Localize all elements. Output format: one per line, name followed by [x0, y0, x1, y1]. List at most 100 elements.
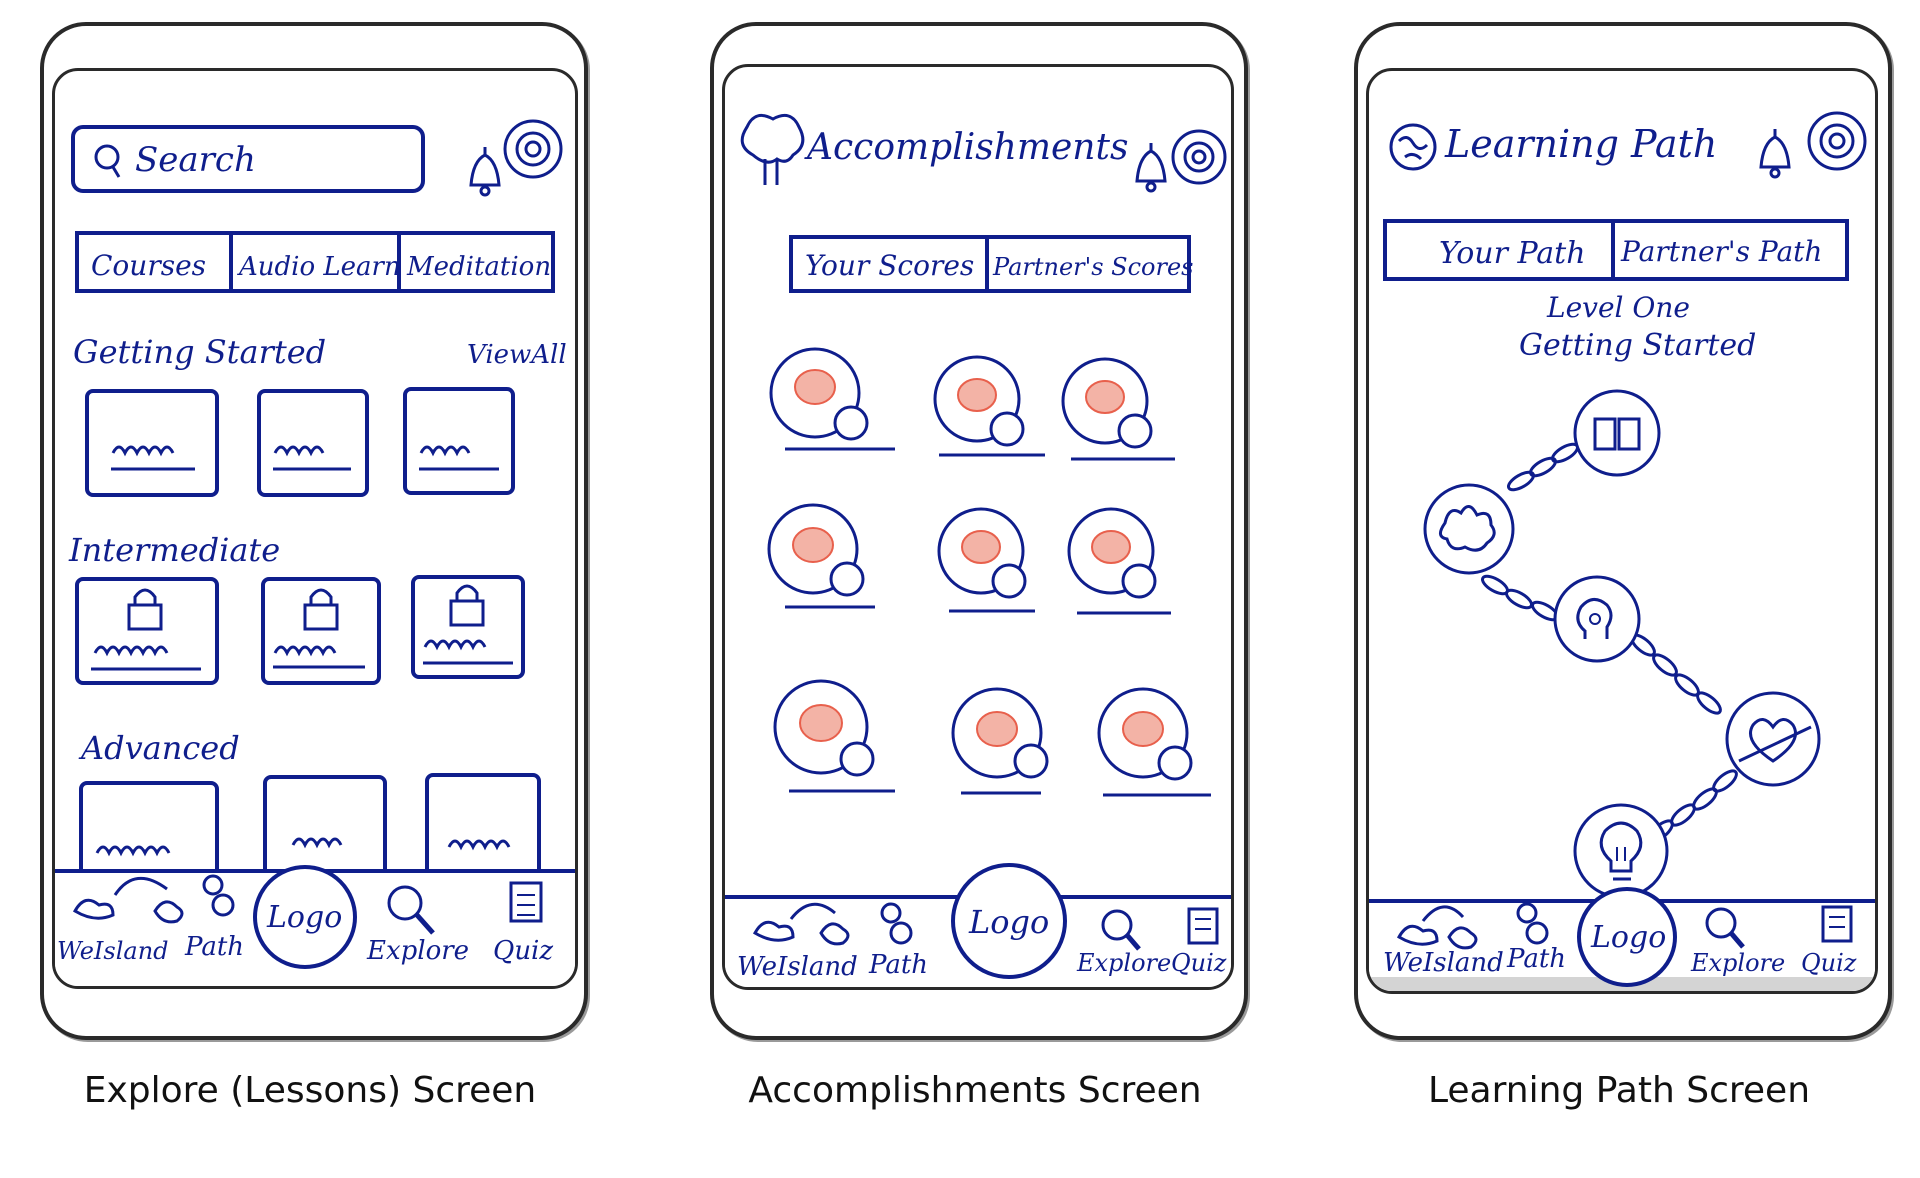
nav-explore[interactable]: Explore: [366, 885, 469, 966]
page-title: Learning Path: [1444, 122, 1717, 166]
nav-weisland-label: WeIsland: [57, 937, 169, 965]
learning-path-screen-drawing: Learning Path Your Path Partner's Path L…: [1369, 111, 1875, 991]
lock-icon: [127, 588, 163, 631]
book-icon: [1593, 417, 1641, 451]
heart-arrow-icon: [1738, 718, 1812, 763]
bell-icon[interactable]: [1759, 129, 1791, 179]
achievement-badge[interactable]: [1061, 357, 1175, 461]
path-node-book[interactable]: [1573, 389, 1661, 477]
settings-icon[interactable]: [1171, 129, 1227, 185]
tab-your-scores[interactable]: Your Scores: [805, 249, 974, 282]
nav-explore-label: Explore: [366, 936, 469, 966]
nav-logo-button[interactable]: Logo: [253, 865, 357, 969]
bell-icon[interactable]: [1135, 143, 1167, 193]
nav-quiz-label: Quiz: [1171, 949, 1227, 977]
achievement-badge[interactable]: [767, 503, 875, 609]
settings-icon[interactable]: [1807, 111, 1867, 171]
nav-weisland-label: WeIsland: [737, 952, 858, 982]
document-icon: [509, 881, 543, 923]
tab-your-path[interactable]: Your Path: [1439, 236, 1586, 271]
search-icon: [94, 144, 121, 178]
achievement-badge[interactable]: [951, 687, 1049, 795]
nav-quiz-label: Quiz: [1801, 949, 1857, 977]
locked-lesson-card[interactable]: [261, 577, 381, 685]
nav-explore[interactable]: Explore: [1076, 909, 1171, 977]
lesson-card[interactable]: [257, 389, 369, 497]
bell-icon[interactable]: [469, 147, 501, 197]
path-icon: [202, 874, 235, 917]
achievement-badge[interactable]: [769, 347, 895, 451]
nav-logo-button[interactable]: Logo: [1577, 887, 1677, 987]
island-icon: [72, 876, 184, 924]
nav-path[interactable]: Path: [1506, 902, 1566, 974]
nav-explore-label: Explore: [1690, 949, 1785, 977]
achievement-badge[interactable]: [933, 355, 1045, 457]
locked-lesson-card[interactable]: [411, 575, 525, 679]
nav-quiz-label: Quiz: [493, 936, 553, 966]
island-icon: [752, 902, 850, 946]
view-all-link[interactable]: ViewAll: [467, 340, 567, 370]
search-placeholder: Search: [135, 140, 256, 180]
nav-logo-label: Logo: [266, 900, 342, 935]
explore-tabs: Courses Audio Learn Meditation: [75, 231, 555, 293]
level-name: Getting Started: [1519, 328, 1756, 363]
settings-icon[interactable]: [503, 119, 563, 179]
globe-icon: [1389, 123, 1437, 171]
achievement-badge[interactable]: [773, 679, 895, 793]
path-icon: [1516, 902, 1549, 945]
section-title-intermediate: Intermediate: [68, 531, 280, 569]
document-icon: [1187, 907, 1219, 945]
path-node-heart[interactable]: [1725, 691, 1821, 787]
nav-quiz[interactable]: Quiz: [493, 881, 553, 966]
explore-screen: Search Courses Audio Learn Meditation Ge…: [52, 68, 578, 989]
head-icon: [1576, 598, 1613, 639]
nav-path-label: Path: [868, 950, 928, 980]
nav-path-label: Path: [1506, 944, 1566, 974]
achievement-badge[interactable]: [1097, 687, 1211, 797]
document-icon: [1821, 905, 1853, 943]
nav-quiz[interactable]: Quiz: [1171, 907, 1227, 977]
tab-partners-scores[interactable]: Partner's Scores: [992, 253, 1194, 281]
section-title-advanced: Advanced: [78, 729, 240, 767]
hands-icon: [1439, 505, 1496, 552]
explore-caption: Explore (Lessons) Screen: [83, 1070, 537, 1111]
nav-logo-label: Logo: [968, 903, 1049, 941]
learning-path-caption: Learning Path Screen: [1427, 1070, 1811, 1111]
path-node-hands[interactable]: [1423, 483, 1515, 575]
lesson-card[interactable]: [403, 387, 515, 495]
lesson-card[interactable]: [425, 773, 541, 887]
path-node-head[interactable]: [1553, 575, 1641, 663]
accomplishments-screen: Accomplishments Your Scores Partner's Sc…: [722, 64, 1234, 990]
nav-weisland[interactable]: WeIsland: [1383, 905, 1504, 978]
tab-courses[interactable]: Courses: [91, 249, 206, 282]
nav-path[interactable]: Path: [868, 902, 928, 980]
nav-weisland[interactable]: WeIsland: [57, 876, 184, 965]
badge-grid: [767, 347, 1211, 797]
nav-quiz[interactable]: Quiz: [1801, 905, 1857, 977]
tree-icon: [740, 113, 805, 185]
accomplishments-caption: Accomplishments Screen: [748, 1070, 1202, 1111]
section-title-getting-started: Getting Started: [73, 333, 326, 371]
nav-logo-label: Logo: [1590, 920, 1666, 955]
tab-partners-path[interactable]: Partner's Path: [1620, 235, 1822, 268]
nav-explore-label: Explore: [1076, 949, 1171, 977]
page-title: Accomplishments: [804, 127, 1128, 168]
tab-meditation[interactable]: Meditation: [406, 252, 551, 282]
locked-lesson-card[interactable]: [75, 577, 219, 685]
search-bar[interactable]: Search: [71, 125, 425, 193]
achievement-badge[interactable]: [937, 507, 1035, 613]
nav-explore[interactable]: Explore: [1690, 907, 1785, 977]
island-icon: [1396, 905, 1478, 950]
nav-logo-button[interactable]: Logo: [951, 863, 1067, 979]
nav-weisland[interactable]: WeIsland: [737, 902, 858, 982]
lesson-card[interactable]: [85, 389, 219, 497]
nav-path[interactable]: Path: [184, 874, 244, 962]
magnifier-icon: [1101, 909, 1141, 951]
score-tabs: Your Scores Partner's Scores: [789, 235, 1194, 293]
magnifier-icon: [387, 885, 435, 935]
path-node-lightbulb[interactable]: [1573, 803, 1669, 899]
tab-audio-learn[interactable]: Audio Learn: [237, 252, 401, 282]
learning-path-screen: Learning Path Your Path Partner's Path L…: [1366, 68, 1878, 994]
achievement-badge[interactable]: [1067, 507, 1171, 615]
nav-path-label: Path: [184, 932, 244, 962]
